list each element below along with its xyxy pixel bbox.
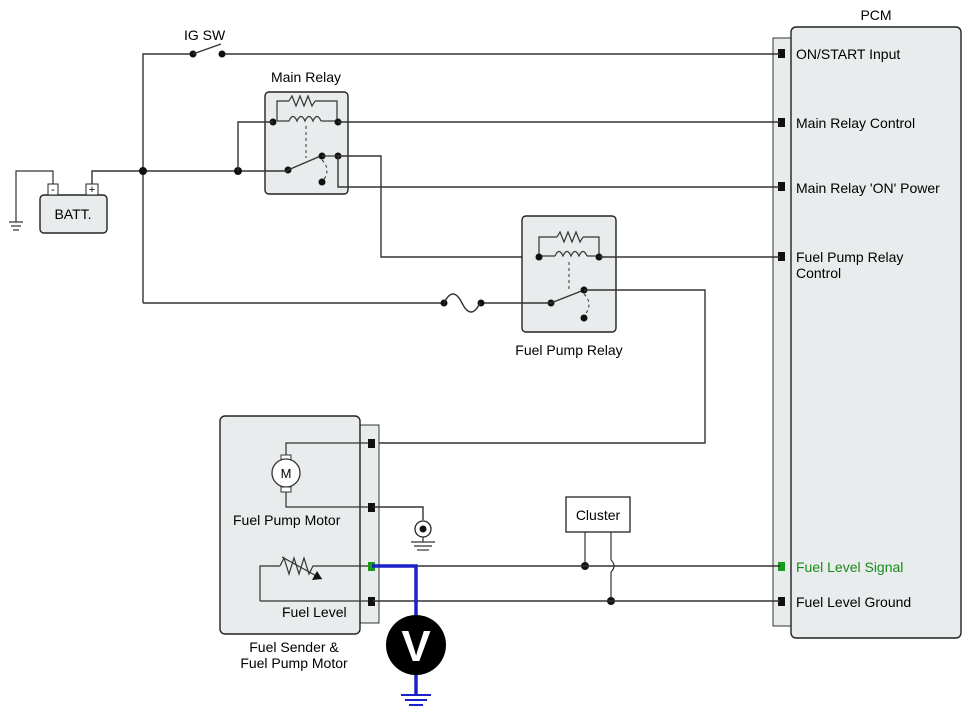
motor-symbol-label: M <box>281 466 292 481</box>
pcm-label-fuel-level-ground: Fuel Level Ground <box>796 594 911 610</box>
sender-pin-fuel-level-signal <box>368 562 375 571</box>
fuel-pump-relay-label: Fuel Pump Relay <box>515 342 622 358</box>
fuel-pump-relay: Fuel Pump Relay <box>373 215 780 444</box>
battery: BATT. - + <box>9 170 238 234</box>
pcm-pin-main-relay-control <box>778 118 785 127</box>
voltmeter: V <box>372 564 446 706</box>
ground-symbol-battery <box>9 221 23 231</box>
pcm-box <box>790 26 962 639</box>
pcm-pin-fuel-pump-relay-control <box>778 252 785 261</box>
pcm-pin-on-start <box>778 49 785 58</box>
fuel-level-label: Fuel Level <box>282 604 347 620</box>
pcm-label-main-relay-control: Main Relay Control <box>796 115 915 131</box>
pcm-label-fuel-pump-relay-control-2: Control <box>796 265 841 281</box>
battery-label: BATT. <box>54 206 91 222</box>
pcm-pin-fuel-level-signal <box>778 562 785 571</box>
fuel-pump-motor-label: Fuel Pump Motor <box>233 512 341 528</box>
motor-ground <box>373 506 435 551</box>
battery-pos-sign: + <box>89 184 95 196</box>
ground-symbol-motor <box>411 541 435 551</box>
pcm-title: PCM <box>860 7 891 23</box>
main-relay: Main Relay <box>234 69 780 258</box>
pcm-pin-main-relay-on-power <box>778 182 785 191</box>
power-feed-wiring <box>139 53 780 304</box>
ig-sw-label: IG SW <box>184 27 226 43</box>
pcm-label-on-start-input: ON/START Input <box>796 46 900 62</box>
cluster-label: Cluster <box>576 507 621 523</box>
fuse <box>440 293 485 313</box>
sender-connector-strip <box>359 424 380 624</box>
pcm-label-fuel-level-signal: Fuel Level Signal <box>796 559 903 575</box>
fuel-sender-assembly: M Fuel Pump Motor Fuel Level Fuel Sender… <box>219 415 380 671</box>
ground-symbol-voltmeter <box>401 694 431 706</box>
battery-neg-sign: - <box>51 184 55 196</box>
cluster: Cluster <box>565 496 631 605</box>
pcm-label-fuel-pump-relay-control-1: Fuel Pump Relay <box>796 249 903 265</box>
ignition-switch: IG SW <box>184 27 226 58</box>
voltmeter-positive-lead <box>372 564 418 616</box>
voltmeter-body <box>386 615 446 675</box>
sender-title-line1: Fuel Sender & <box>249 639 339 655</box>
pcm-label-main-relay-on-power: Main Relay 'ON' Power <box>796 180 940 196</box>
battery-box <box>39 194 108 234</box>
pcm-pin-fuel-level-ground <box>778 597 785 606</box>
main-relay-label: Main Relay <box>271 69 341 85</box>
pcm-module: PCM ON/START Input Main Relay Control Ma… <box>772 7 962 639</box>
cluster-box <box>565 496 631 533</box>
sender-title-line2: Fuel Pump Motor <box>240 655 348 671</box>
sender-box <box>219 415 361 635</box>
voltmeter-symbol: V <box>401 622 431 671</box>
